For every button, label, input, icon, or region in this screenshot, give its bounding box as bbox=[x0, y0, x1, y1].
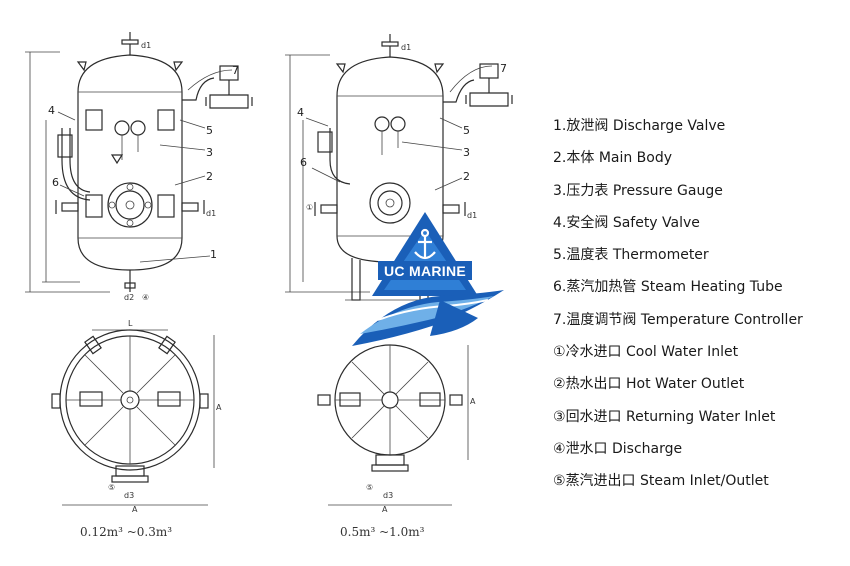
legend-chinese-label: 压力表 bbox=[566, 182, 609, 199]
uc-marine-logo: UC MARINE bbox=[352, 212, 504, 346]
legend-english-label: Discharge Valve bbox=[612, 118, 726, 134]
legend-chinese-label: 温度调节阀 bbox=[566, 311, 637, 328]
right-label-5: 5 bbox=[463, 124, 470, 137]
right-label-2: 2 bbox=[463, 170, 470, 183]
legend-english-label: Discharge bbox=[612, 440, 683, 457]
legend-item: ②热水出口 Hot Water Outlet bbox=[553, 373, 848, 405]
legend-item: 6.蒸汽加热管 Steam Heating Tube bbox=[553, 276, 848, 308]
right-label-d1-side: d1 bbox=[467, 211, 477, 220]
legend-item: 2.本体 Main Body bbox=[553, 147, 848, 179]
legend-marker: ⑤ bbox=[553, 473, 566, 490]
left-label-d2: d2 bbox=[124, 293, 134, 302]
anchor-icon bbox=[414, 228, 436, 260]
left-label-2: 2 bbox=[206, 170, 213, 183]
right-label-7: 7 bbox=[500, 62, 507, 75]
legend-marker: 1. bbox=[553, 118, 567, 134]
legend-english-label: Main Body bbox=[598, 150, 673, 167]
legend-chinese-label: 温度表 bbox=[566, 247, 609, 264]
legend-item: ①冷水进口 Cool Water Inlet bbox=[553, 341, 848, 373]
legend-chinese-label: 本体 bbox=[566, 150, 595, 167]
legend-item: 4.安全阀 Safety Valve bbox=[553, 212, 848, 244]
left-plan-label-d3: d3 bbox=[124, 491, 134, 500]
legend-marker: 3. bbox=[553, 182, 567, 199]
legend-marker: 5. bbox=[553, 247, 567, 264]
legend-item: ③回水进口 Returning Water Inlet bbox=[553, 406, 848, 438]
left-elevation-view: d1 7 4 5 3 6 2 1 d1 d2 ④ bbox=[25, 32, 253, 302]
legend-item: 7.温度调节阀 Temperature Controller bbox=[553, 309, 848, 341]
right-label-6: 6 bbox=[300, 156, 307, 169]
legend-marker: ② bbox=[553, 376, 566, 393]
legend-english-label: Safety Valve bbox=[612, 214, 700, 231]
legend-chinese-label: 蒸汽进出口 bbox=[565, 473, 636, 490]
legend-english-label: Cool Water Inlet bbox=[626, 344, 739, 361]
right-label-d1: d1 bbox=[401, 43, 411, 52]
legend-english-label: Steam Heating Tube bbox=[640, 279, 783, 296]
right-plan-view: A A d3 ⑤ bbox=[317, 344, 476, 514]
left-label-d1-side: d1 bbox=[206, 209, 216, 218]
legend-item: ⑤蒸汽进出口 Steam Inlet/Outlet bbox=[553, 470, 848, 502]
left-label-4: 4 bbox=[48, 104, 55, 117]
left-plan-label-L: L bbox=[128, 319, 133, 328]
legend-english-label: Pressure Gauge bbox=[612, 182, 723, 199]
legend-english-label: Temperature Controller bbox=[640, 311, 803, 328]
legend-chinese-label: 回水进口 bbox=[565, 408, 622, 425]
legend-chinese-label: 泄水口 bbox=[565, 440, 608, 457]
left-label-circle-4: ④ bbox=[142, 293, 149, 302]
left-plan-label-circle-5: ⑤ bbox=[108, 483, 115, 492]
right-capacity-caption: 0.5m³ ~1.0m³ bbox=[340, 525, 425, 539]
legend-english-label: Thermometer bbox=[612, 247, 709, 264]
left-label-3: 3 bbox=[206, 146, 213, 159]
left-label-7: 7 bbox=[232, 64, 239, 77]
legend-marker: ③ bbox=[553, 408, 566, 425]
left-label-6: 6 bbox=[52, 176, 59, 189]
legend-chinese-label: 放泄阀 bbox=[566, 118, 609, 134]
legend-item: 1.放泄阀 Discharge Valve bbox=[553, 115, 848, 147]
left-plan-view: L A A d3 ⑤ bbox=[51, 319, 222, 514]
legend-marker: 2. bbox=[553, 150, 567, 167]
left-plan-label-A: A bbox=[132, 505, 138, 514]
left-plan-label-A-side: A bbox=[216, 403, 222, 412]
right-plan-label-d3: d3 bbox=[383, 491, 393, 500]
legend-chinese-label: 热水出口 bbox=[565, 376, 622, 393]
right-plan-label-A-side: A bbox=[470, 397, 476, 406]
legend-marker: 7. bbox=[553, 311, 567, 328]
legend-english-label: Hot Water Outlet bbox=[626, 376, 745, 393]
legend-english-label: Returning Water Inlet bbox=[626, 408, 776, 425]
legend-marker: ④ bbox=[553, 440, 566, 457]
legend-chinese-label: 安全阀 bbox=[566, 214, 609, 231]
right-plan-label-A: A bbox=[382, 505, 388, 514]
left-label-5: 5 bbox=[206, 124, 213, 137]
logo-text: UC MARINE bbox=[384, 263, 466, 279]
legend-english-label: Steam Inlet/Outlet bbox=[640, 473, 769, 490]
legend-chinese-label: 蒸汽加热管 bbox=[566, 279, 637, 296]
right-label-4: 4 bbox=[297, 106, 304, 119]
legend-marker: ① bbox=[553, 344, 566, 361]
legend-item: ④泄水口 Discharge bbox=[553, 438, 848, 470]
legend-item: 5.温度表 Thermometer bbox=[553, 244, 848, 276]
legend-chinese-label: 冷水进口 bbox=[565, 344, 622, 361]
left-label-d1: d1 bbox=[141, 41, 151, 50]
right-label-3: 3 bbox=[463, 146, 470, 159]
legend-marker: 4. bbox=[553, 214, 567, 231]
left-label-1: 1 bbox=[210, 248, 217, 261]
left-capacity-caption: 0.12m³ ~0.3m³ bbox=[80, 525, 172, 539]
right-label-circle-1: ① bbox=[306, 203, 313, 212]
legend-marker: 6. bbox=[553, 279, 567, 296]
legend-item: 3.压力表 Pressure Gauge bbox=[553, 180, 848, 212]
right-plan-label-circle-5: ⑤ bbox=[366, 483, 373, 492]
